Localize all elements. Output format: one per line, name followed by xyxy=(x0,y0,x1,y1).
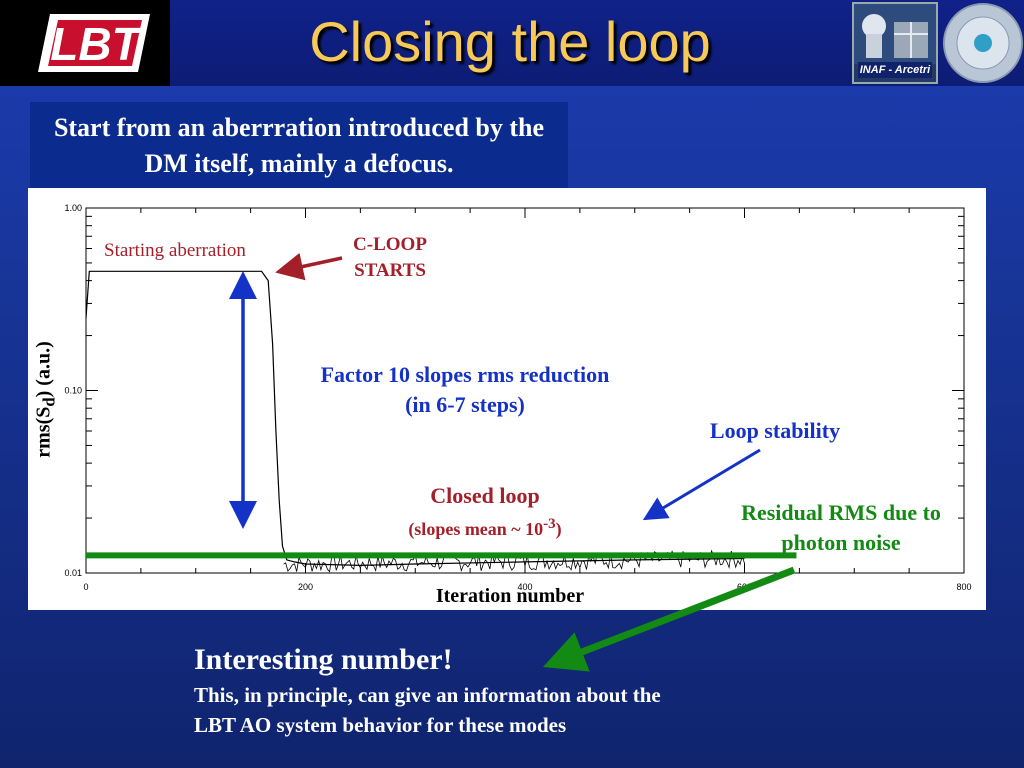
y-tick-label: 1.00 xyxy=(64,203,82,213)
y-tick-label: 0.01 xyxy=(64,568,82,578)
seal-logo xyxy=(942,0,1024,86)
factor-reduction-label: Factor 10 slopes rms reduction (in 6-7 s… xyxy=(280,360,650,420)
factor-line-2: (in 6-7 steps) xyxy=(405,392,525,417)
x-tick-label: 0 xyxy=(83,582,88,592)
page-title: Closing the loop xyxy=(309,10,711,73)
observatory-icon xyxy=(854,4,936,64)
x-tick-label: 400 xyxy=(517,582,532,592)
bottom-title: Interesting number! xyxy=(194,643,453,676)
bottom-line-1: This, in principle, can give an informat… xyxy=(194,683,661,707)
closed-loop-subtitle: (slopes mean ~ 10-3) xyxy=(408,516,562,539)
inaf-label: INAF - Arcetri xyxy=(858,62,932,78)
starting-aberration-label: Starting aberration xyxy=(104,240,246,261)
y-tick-label: 0.10 xyxy=(64,386,82,396)
lbt-logo: LBT xyxy=(0,0,170,86)
x-tick-label: 600 xyxy=(737,582,752,592)
inaf-logo: INAF - Arcetri xyxy=(852,2,938,84)
chart-svg: 0 200 400 600 800 0.01 0.10 1.00 xyxy=(64,203,971,592)
x-tick-label: 200 xyxy=(298,582,313,592)
cloop-line-2: STARTS xyxy=(354,260,426,281)
y-axis-label: rms(Sd) (a.u.) xyxy=(32,341,59,458)
lbt-logo-graphic: LBT xyxy=(38,14,150,72)
bottom-line-2: LBT AO system behavior for these modes xyxy=(194,713,567,737)
bottom-text-box: Interesting number! This, in principle, … xyxy=(194,640,794,740)
x-axis-label: Iteration number xyxy=(435,585,585,607)
cloop-line-1: C-LOOP xyxy=(353,234,427,255)
series-noise xyxy=(283,549,745,573)
seal-icon xyxy=(943,3,1023,83)
noise-trace xyxy=(283,549,745,573)
lbt-logo-text: LBT xyxy=(50,18,143,70)
factor-line-1: Factor 10 slopes rms reduction xyxy=(320,362,610,387)
x-tick-label: 800 xyxy=(956,582,971,592)
bottom-body: This, in principle, can give an informat… xyxy=(194,680,794,740)
closed-loop-label: Closed loop (slopes mean ~ 10-3) xyxy=(380,482,590,543)
residual-line-2: photon noise xyxy=(781,530,901,555)
residual-rms-label: Residual RMS due to photon noise xyxy=(720,498,962,558)
loop-stability-label: Loop stability xyxy=(709,418,841,443)
cloop-starts-label: C-LOOP STARTS xyxy=(330,232,450,284)
residual-line-1: Residual RMS due to xyxy=(741,500,941,525)
closed-loop-title: Closed loop xyxy=(430,483,540,508)
plot-panel: 0 200 400 600 800 0.01 0.10 1.00 xyxy=(28,188,986,610)
intro-text-box: Start from an aberrration introduced by … xyxy=(30,102,568,188)
series-line xyxy=(85,270,745,567)
